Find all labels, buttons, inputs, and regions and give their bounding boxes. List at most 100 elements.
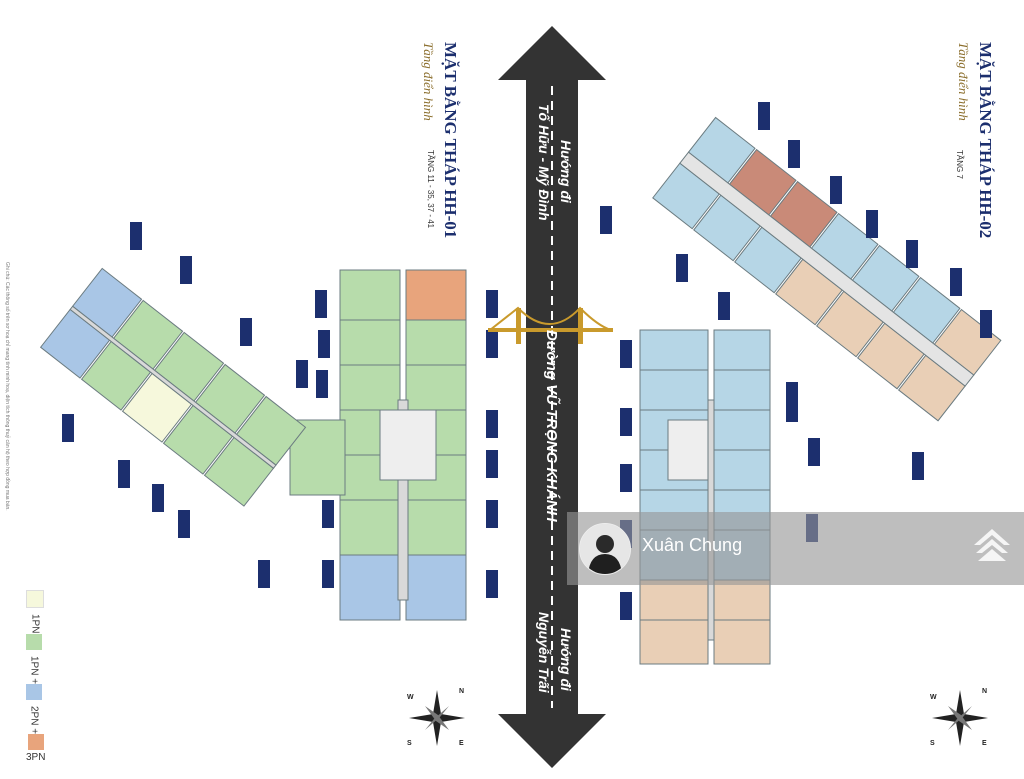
hh01-unit <box>339 554 401 621</box>
hh01-corridor <box>397 399 409 601</box>
road-arrow <box>498 26 606 768</box>
legend-item-3pn: 3PN <box>26 734 45 763</box>
hh02-title: MẶT BẰNG THÁP HH-02 <box>976 42 995 239</box>
hh02-unit <box>713 329 771 371</box>
road-top-direction-place: Tố Hữu - Mỹ Đình <box>536 104 552 221</box>
hh01-unit-tag <box>486 410 498 438</box>
hh01-core <box>379 409 437 481</box>
hh02-unit <box>713 449 771 491</box>
hh01-unit-tag <box>178 510 190 538</box>
hh01-unit-tag <box>62 414 74 442</box>
hh02-unit-tag <box>906 240 918 268</box>
hh02-unit-tag <box>676 254 688 282</box>
hh02-unit-tag <box>912 452 924 480</box>
hh01-unit-tag <box>180 256 192 284</box>
legend-swatch-1pn <box>26 590 44 608</box>
hh01-unit <box>405 269 467 321</box>
legend-label-3pn: 3PN <box>26 752 46 763</box>
hh01-unit-tag <box>322 560 334 588</box>
legend-item-2pn-plus: 2PN + 1 <box>26 684 42 742</box>
road-bottom-direction-label: Hướng đi <box>558 628 574 691</box>
hh01-unit-tag <box>486 290 498 318</box>
hh01-unit <box>339 269 401 321</box>
hh02-unit-tag <box>950 268 962 296</box>
hh02-unit-tag <box>620 408 632 436</box>
hh01-unit <box>339 319 401 366</box>
compass-right-n: N <box>982 688 988 695</box>
compass-left: N E S W <box>405 686 469 750</box>
road-top-direction-label: Hướng đi <box>558 140 574 203</box>
compass-left-n: N <box>459 688 465 695</box>
hh02-unit-tag <box>718 292 730 320</box>
hh01-unit-tag <box>316 370 328 398</box>
hh02-unit <box>713 579 771 621</box>
compass-left-e: E <box>459 740 464 747</box>
hh01-unit <box>405 364 467 411</box>
hh02-unit-tag <box>808 438 820 466</box>
hh02-unit-tag <box>620 592 632 620</box>
watermark-overlay <box>567 512 1024 585</box>
hh01-unit-tag <box>130 222 142 250</box>
hh02-subtitle: Tầng điển hình <box>956 42 971 121</box>
legend-swatch-2pn-plus <box>26 684 42 700</box>
hh01-unit-tag <box>486 500 498 528</box>
compass-right-s: S <box>930 740 935 747</box>
user-avatar[interactable] <box>579 523 631 575</box>
legend-label-1pn-plus: 1PN + 1 <box>28 656 40 693</box>
hh01-unit <box>405 319 467 366</box>
hh02-unit-tag <box>786 394 798 422</box>
hh01-corridor <box>69 305 277 469</box>
hh02-unit-tag <box>866 210 878 238</box>
legend-label-2pn-plus: 2PN + 1 <box>28 706 40 743</box>
hh02-unit <box>713 619 771 665</box>
compass-left-w: W <box>407 694 414 701</box>
hh02-unit <box>639 579 709 621</box>
hh02-unit-tag <box>830 176 842 204</box>
hh01-unit-tag <box>486 570 498 598</box>
hh02-core <box>667 419 709 481</box>
road-bottom-direction-place: Nguyễn Trãi <box>536 612 552 693</box>
hh01-unit-tag <box>258 560 270 588</box>
avatar-person-icon <box>580 524 630 574</box>
hh01-unit-tag <box>318 330 330 358</box>
hh01-floors: TẦNG 11 - 35, 37 - 41 <box>426 150 435 229</box>
hh01-unit-tag <box>296 360 308 388</box>
hh01-subtitle: Tầng điển hình <box>421 42 436 121</box>
compass-rose-icon <box>932 690 988 746</box>
hh02-unit-tag <box>980 310 992 338</box>
hh01-unit <box>405 499 467 556</box>
hh01-unit-tag <box>240 318 252 346</box>
hh01-unit-tag <box>118 460 130 488</box>
hh01-unit-tag <box>322 500 334 528</box>
hh02-unit <box>713 409 771 451</box>
road-street-name: Đường VŨ TRỌNG KHÁNH <box>543 330 560 522</box>
compass-left-s: S <box>407 740 412 747</box>
hh01-unit-tag <box>486 330 498 358</box>
compass-rose-icon <box>409 690 465 746</box>
hh01-note: Ghi chú: Các thông số trên sơ hoạ chỉ ma… <box>4 262 10 511</box>
legend-swatch-1pn-plus <box>26 634 42 650</box>
hh02-unit-tag <box>620 340 632 368</box>
hh02-unit-tag <box>600 206 612 234</box>
hh01-unit-tag <box>315 290 327 318</box>
bridge-icon <box>488 306 613 344</box>
compass-right-w: W <box>930 694 937 701</box>
hh02-unit-tag <box>758 102 770 130</box>
hh02-unit <box>639 329 709 371</box>
hh02-unit <box>639 369 709 411</box>
hh02-corridor <box>679 151 975 387</box>
legend-label-1pn: 1PN <box>29 614 41 634</box>
legend-swatch-3pn <box>27 734 44 750</box>
hh02-floors: TẦNG 7 <box>955 150 964 179</box>
hh01-unit <box>405 554 467 621</box>
compass-right: N E S W <box>928 686 992 750</box>
hh01-unit-tag <box>486 450 498 478</box>
legend-item-1pn-plus: 1PN + 1 <box>26 634 42 692</box>
hh01-unit-tag <box>152 484 164 512</box>
hh02-unit-tag <box>620 464 632 492</box>
legend-item-1pn: 1PN <box>26 590 44 633</box>
hh02-unit <box>713 369 771 411</box>
watermark-user-name: Xuân Chung <box>642 535 743 555</box>
